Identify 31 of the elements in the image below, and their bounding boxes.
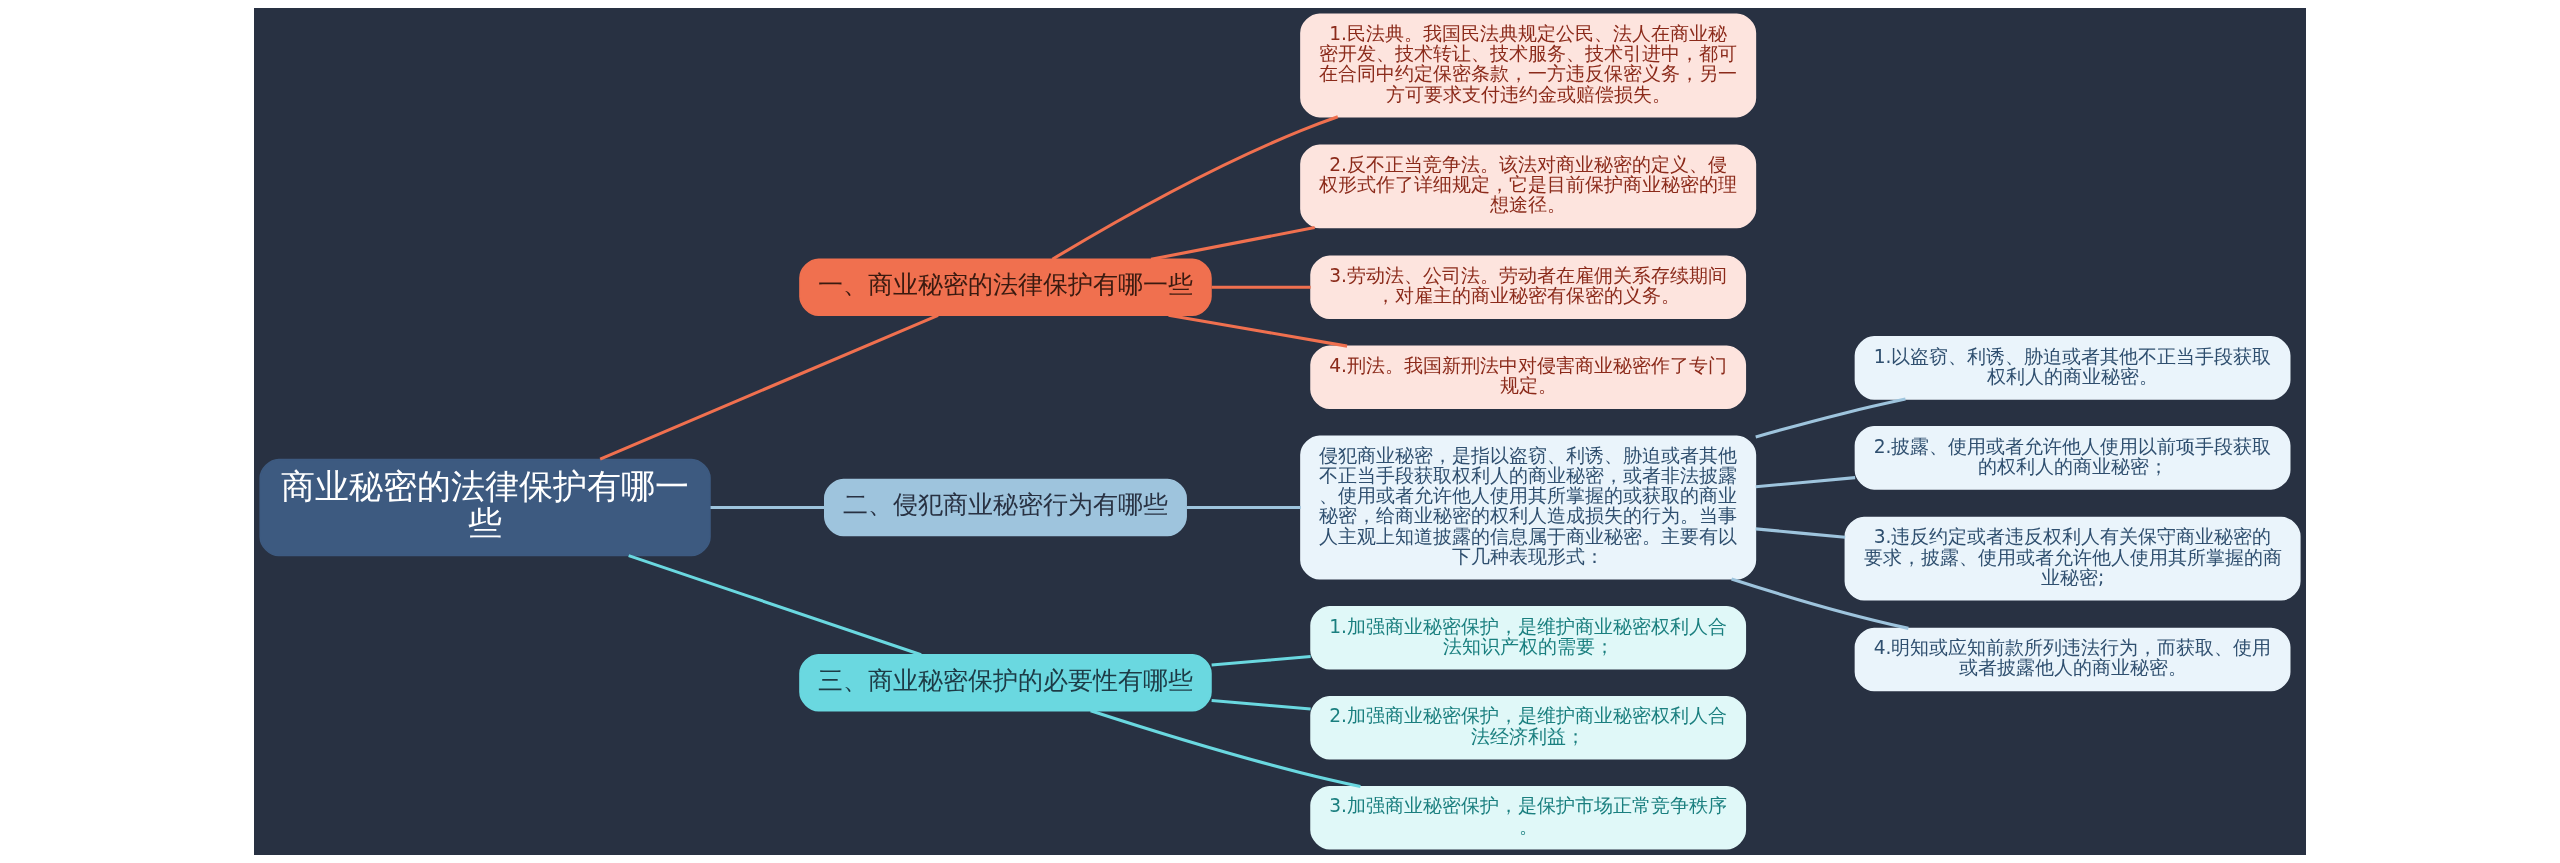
connector bbox=[1051, 115, 1339, 261]
connector bbox=[710, 505, 825, 510]
connector bbox=[628, 554, 922, 657]
node-box: 商业秘密的法律保护有哪一些 bbox=[259, 458, 711, 557]
node-box: 三、商业秘密保护的必要性有哪些 bbox=[799, 654, 1212, 712]
connector bbox=[1731, 577, 1909, 630]
node-box: 4.明知或应知前款所列违法行为，而获取、使用或者披露他人的商业秘密。 bbox=[1854, 627, 2291, 692]
connector bbox=[1186, 505, 1301, 510]
connector bbox=[1755, 476, 1856, 489]
node-box: 二、侵犯商业秘密行为有哪些 bbox=[824, 478, 1187, 537]
node-box: 1.以盗窃、利诱、胁迫或者其他不正当手段获取权利人的商业秘密。 bbox=[1854, 336, 2291, 400]
node-box: 3.加强商业秘密保护，是保护市场正常竞争秩序。 bbox=[1310, 785, 1747, 850]
connector bbox=[1211, 285, 1311, 289]
node-box: 2.披露、使用或者允许他人使用以前项手段获取的权利人的商业秘密； bbox=[1854, 426, 2291, 490]
node-box: 4.刑法。我国新刑法中对侵害商业秘密作了专门规定。 bbox=[1310, 345, 1747, 409]
connector bbox=[1168, 313, 1348, 348]
node-box: 3.违反约定或者违反权利人有关保守商业秘密的要求，披露、使用或者允许他人使用其所掌握的商业秘密; bbox=[1844, 516, 2301, 601]
node-box: 侵犯商业秘密，是指以盗窃、利诱、胁迫或者其他不正当手段获取权利人的商业秘密，或者非法披露、使用或者允许他人使用其所掌握的或获取的商业秘密，给商业秘密的权利人造成损失的行为。当事人主观上知道披露的信息属于商业秘密。主要有以下几种表现形式： bbox=[1300, 435, 1757, 580]
connector bbox=[1090, 709, 1361, 789]
connector bbox=[1211, 654, 1311, 667]
node-box: 1.民法典。我国民法典规定公民、法人在商业秘密开发、技术转让、技术服务、技术引进中，都可在合同中约定保密条款，一方违反保密义务，另一方可要求支付违约金或赔偿损失。 bbox=[1300, 13, 1757, 118]
connector bbox=[1211, 698, 1311, 711]
node-box: 一、商业秘密的法律保护有哪一些 bbox=[799, 258, 1212, 316]
node-box: 2.反不正当竞争法。该法对商业秘密的定义、侵权形式作了详细规定，它是目前保护商业秘密的理想途径。 bbox=[1300, 144, 1757, 229]
node-box: 2.加强商业秘密保护，是维护商业秘密权利人合法经济利益； bbox=[1310, 695, 1747, 760]
node-box: 3.劳动法、公司法。劳动者在雇佣关系存续期间，对雇主的商业秘密有保密的义务。 bbox=[1310, 255, 1747, 320]
connector bbox=[1150, 226, 1315, 261]
connector bbox=[1755, 397, 1906, 439]
connector bbox=[599, 313, 939, 461]
node-box: 1.加强商业秘密保护，是维护商业秘密权利人合法知识产权的需要； bbox=[1310, 606, 1747, 670]
connector bbox=[1755, 527, 1846, 539]
